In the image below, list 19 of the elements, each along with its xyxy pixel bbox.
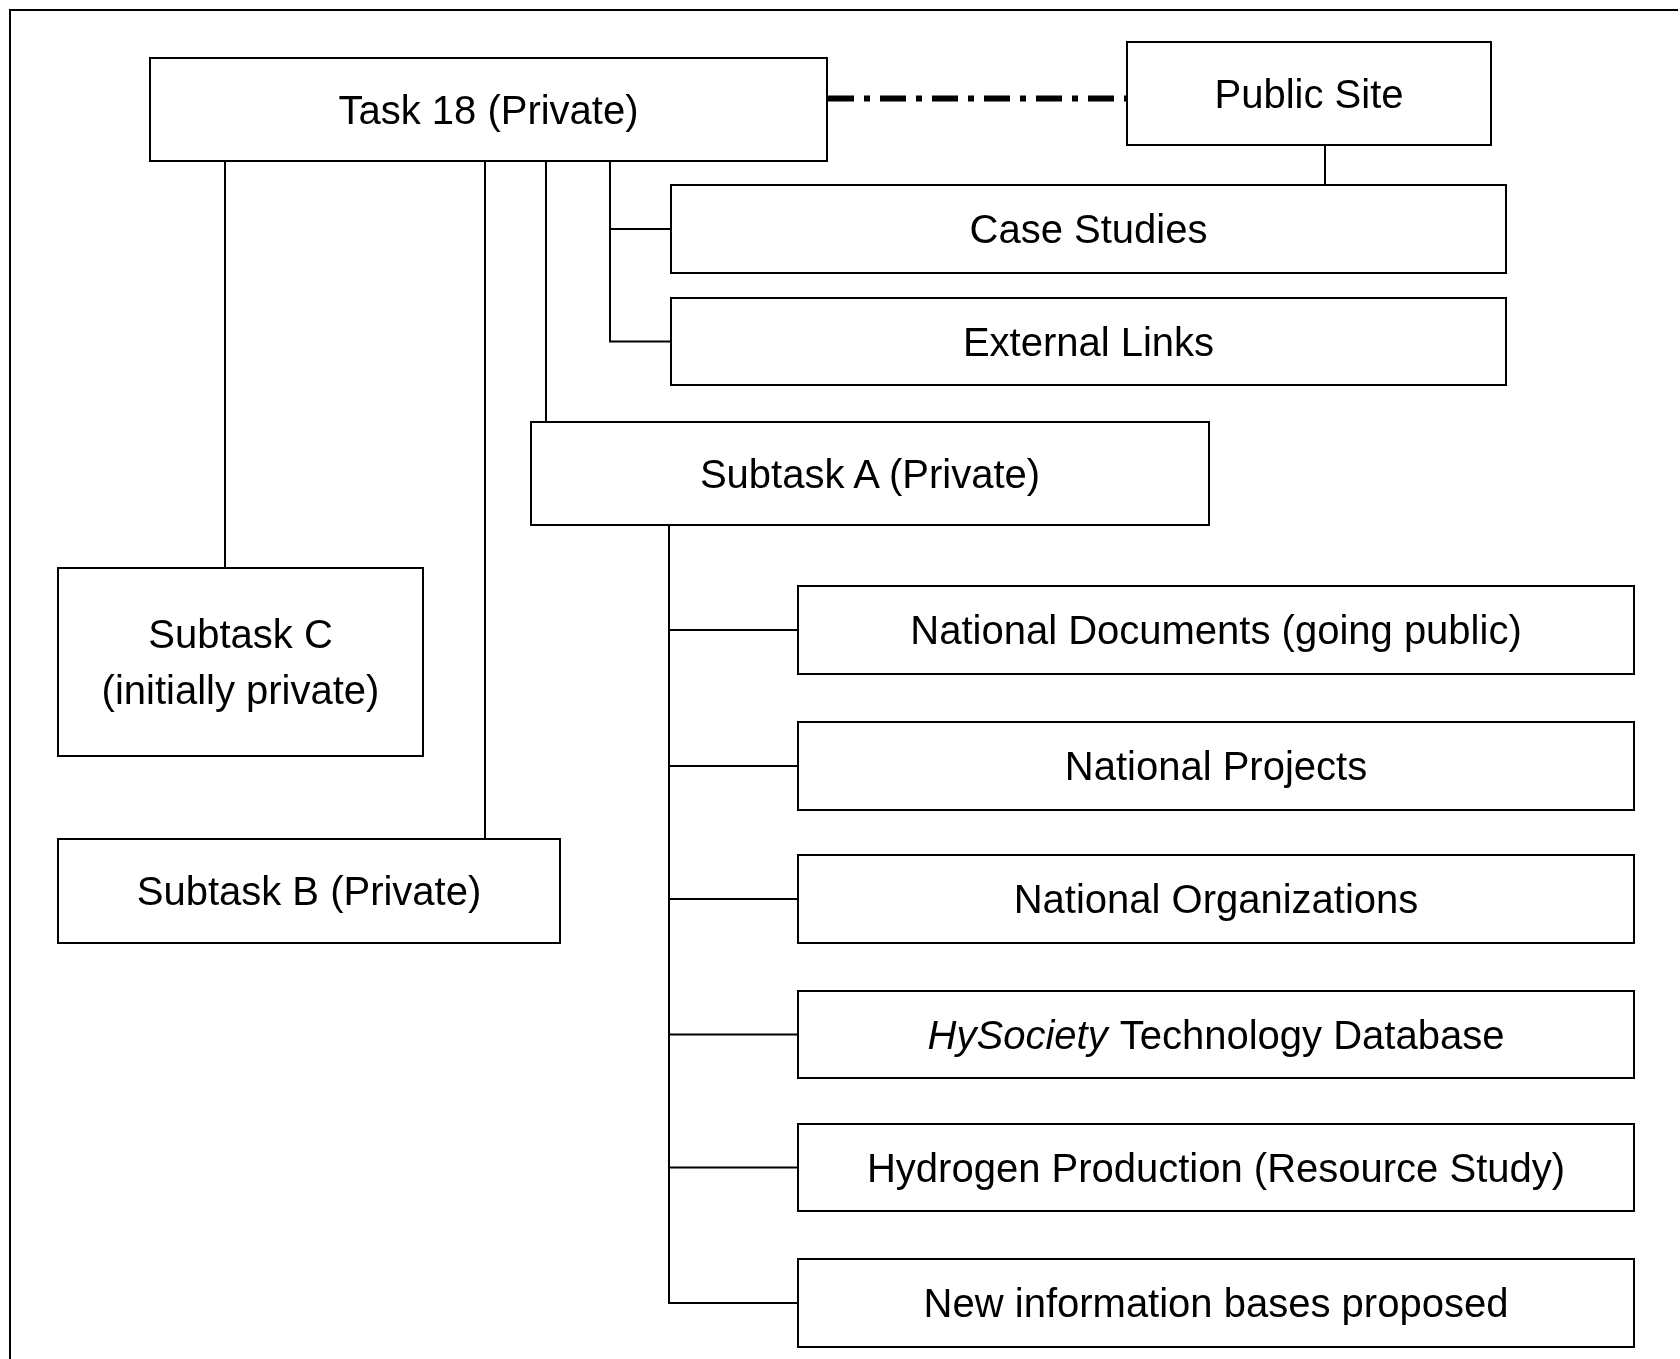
connector-line (545, 161, 547, 422)
connector-line (1324, 145, 1326, 185)
database-box: National Organizations (797, 854, 1635, 944)
page-box: External Links (670, 297, 1507, 386)
connector-line (224, 161, 226, 568)
page-box: Case Studies (670, 184, 1507, 274)
database-box: HySociety Technology Database (797, 990, 1635, 1079)
database-box: National Projects (797, 721, 1635, 811)
subtask-box: Subtask A (Private) (530, 421, 1210, 526)
subtask-box: Subtask C (initially private) (57, 567, 424, 757)
database-box: New information bases proposed (797, 1258, 1635, 1348)
site-box: Public Site (1126, 41, 1492, 146)
connector-line (609, 161, 671, 343)
database-box: Hydrogen Production (Resource Study) (797, 1123, 1635, 1212)
task-box: Task 18 (Private) (149, 57, 828, 162)
connector-line (484, 161, 486, 839)
subtask-box: Subtask B (Private) (57, 838, 561, 944)
database-box: National Documents (going public) (797, 585, 1635, 675)
dash-dot-connector (828, 95, 1126, 102)
